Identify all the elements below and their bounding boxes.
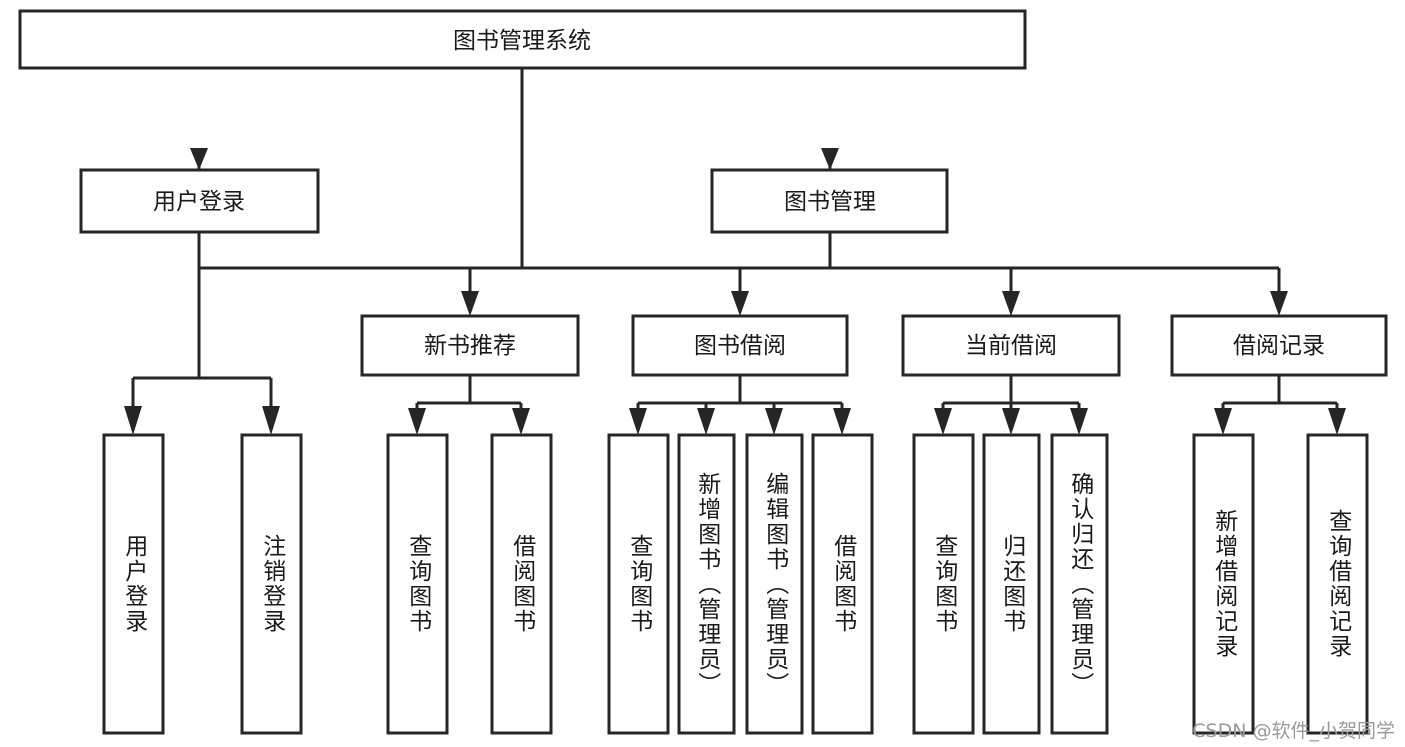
node-leaf-borrow-book-2-box[interactable] xyxy=(811,433,874,735)
node-leaf-logout-login-box[interactable] xyxy=(240,433,303,735)
arrow-l3-4 xyxy=(1270,291,1288,316)
node-user-login-label: 用户登录 xyxy=(153,189,245,215)
node-leaf-add-record-box[interactable] xyxy=(1192,433,1255,735)
node-leaf-query-record-box[interactable] xyxy=(1306,433,1369,735)
arrow-leaf-confirm-return xyxy=(1070,408,1088,435)
node-book-management-label: 图书管理 xyxy=(784,189,876,215)
node-borrow-record[interactable]: 借阅记录 xyxy=(1170,314,1388,377)
node-leaf-edit-book-box[interactable] xyxy=(745,433,804,735)
node-root-box[interactable] xyxy=(18,9,1027,70)
node-new-book-recommend-label: 新书推荐 xyxy=(424,333,516,359)
node-leaf-query-book-1-box[interactable] xyxy=(386,433,449,735)
arrow-leaf-borrow-book-2 xyxy=(833,408,851,435)
arrow-leaf-add-record xyxy=(1214,408,1232,435)
node-new-book-recommend-box[interactable] xyxy=(360,314,580,377)
edge-layer xyxy=(124,68,1346,435)
node-book-management-box[interactable] xyxy=(710,168,949,234)
node-current-borrow-label: 当前借阅 xyxy=(965,333,1057,359)
arrow-l3-2 xyxy=(731,291,749,316)
node-root-label: 图书管理系统 xyxy=(453,28,591,54)
node-leaf-confirm-return-box[interactable] xyxy=(1050,433,1109,735)
arrow-leaf-query-book-3 xyxy=(934,408,952,435)
arrow-leaf-edit-book xyxy=(765,408,783,435)
node-book-borrow[interactable]: 图书借阅 xyxy=(631,314,849,377)
node-leaf-add-book-box[interactable] xyxy=(677,433,736,735)
node-leaf-borrow-book-1-box[interactable] xyxy=(490,433,553,735)
node-current-borrow[interactable]: 当前借阅 xyxy=(901,314,1121,377)
node-user-login[interactable]: 用户登录 xyxy=(79,168,320,234)
node-borrow-record-box[interactable] xyxy=(1170,314,1388,377)
arrow-leaf-logout-login xyxy=(262,406,280,435)
arrow-l3-3 xyxy=(1002,291,1020,316)
arrow-user-login xyxy=(190,148,208,170)
node-new-book-recommend[interactable]: 新书推荐 xyxy=(360,314,580,377)
arrow-leaf-user-login xyxy=(124,406,142,435)
node-book-management[interactable]: 图书管理 xyxy=(710,168,949,234)
node-root[interactable]: 图书管理系统 xyxy=(18,9,1027,70)
node-leaf-return-book-box[interactable] xyxy=(982,433,1041,735)
arrow-leaf-add-book xyxy=(697,408,715,435)
arrow-leaf-query-record xyxy=(1328,408,1346,435)
node-leaf-user-login-box[interactable] xyxy=(102,433,165,735)
node-user-login-box[interactable] xyxy=(79,168,320,234)
arrow-leaf-query-book-2 xyxy=(629,408,647,435)
arrow-book-management xyxy=(821,148,839,170)
arrow-leaf-query-book-1 xyxy=(408,408,426,435)
node-leaf-query-book-3-box[interactable] xyxy=(912,433,975,735)
arrow-l3-1 xyxy=(461,291,479,316)
node-borrow-record-label: 借阅记录 xyxy=(1233,333,1325,359)
arrow-leaf-return-book xyxy=(1002,408,1020,435)
arrow-leaf-borrow-book-1 xyxy=(512,408,530,435)
node-leaf-query-book-2-box[interactable] xyxy=(607,433,670,735)
node-current-borrow-box[interactable] xyxy=(901,314,1121,377)
node-book-borrow-box[interactable] xyxy=(631,314,849,377)
node-layer: 图书管理系统 用户登录 图书管理 新书推荐 图书借阅 当前 xyxy=(18,9,1388,735)
node-book-borrow-label: 图书借阅 xyxy=(694,333,786,359)
